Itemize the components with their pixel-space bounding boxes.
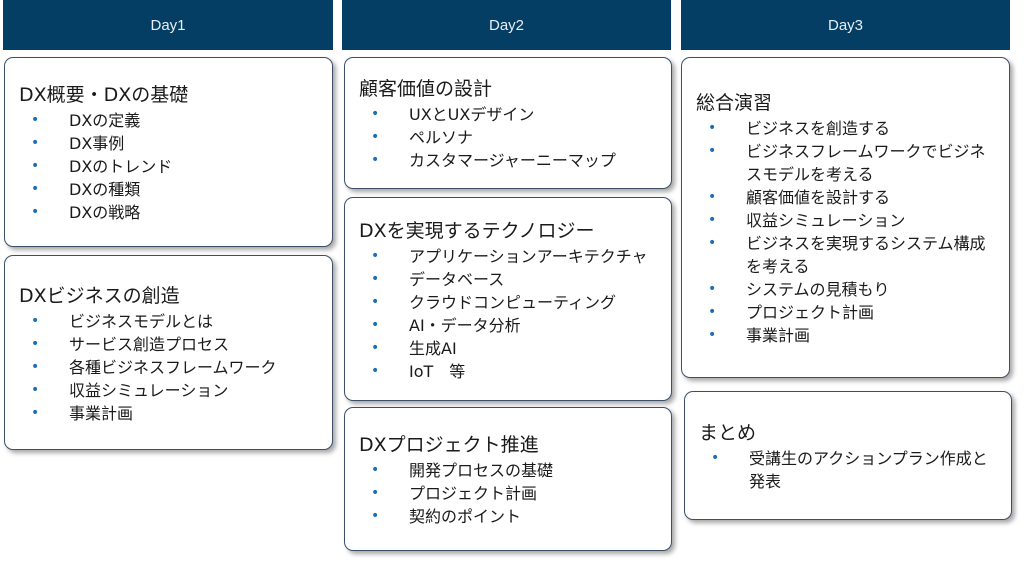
list-item: 開発プロセスの基礎	[359, 459, 661, 482]
list-item: DXの戦略	[19, 201, 322, 224]
section-title: DXビジネスの創造	[19, 284, 180, 307]
list-item: ビジネスモデルとは	[19, 310, 322, 333]
bullet-list: アプリケーションアーキテクチャデータベースクラウドコンピューティングAI・データ…	[359, 245, 661, 383]
section-title: 総合演習	[696, 92, 773, 114]
list-item: データベース	[359, 268, 661, 291]
section-customer-value: 顧客価値の設計 UXとUXデザインペルソナカスタマージャーニーマップ	[344, 57, 672, 189]
section-title: DXを実現するテクノロジー	[359, 219, 595, 242]
list-item: 収益シミュレーション	[696, 209, 995, 232]
section-title: DXプロジェクト推進	[359, 434, 539, 456]
list-item: システムの見積もり	[696, 278, 995, 301]
list-item: 生成AI	[359, 337, 661, 360]
section-dx-overview: DX概要・DXの基礎 DXの定義DX事例DXのトレンドDXの種類DXの戦略	[4, 57, 333, 247]
section-project: DXプロジェクト推進開発プロセスの基礎プロジェクト計画契約のポイント	[344, 407, 672, 551]
bullet-list: 開発プロセスの基礎プロジェクト計画契約のポイント	[359, 459, 661, 528]
list-item: UXとUXデザイン	[359, 103, 661, 126]
section-title: DX概要・DXの基礎	[19, 84, 189, 106]
list-item: クラウドコンピューティング	[359, 291, 661, 314]
list-item: 各種ビジネスフレームワーク	[19, 356, 322, 379]
list-item: アプリケーションアーキテクチャ	[359, 245, 661, 268]
bullet-list: UXとUXデザインペルソナカスタマージャーニーマップ	[359, 103, 661, 172]
day1-header: Day1	[3, 0, 333, 50]
bullet-list: ビジネスを創造するビジネスフレームワークでビジネスモデルを考える顧客価値を設計す…	[696, 117, 995, 347]
section-exercise: 総合演習ビジネスを創造するビジネスフレームワークでビジネスモデルを考える顧客価値…	[681, 57, 1010, 378]
list-item: 事業計画	[696, 324, 995, 347]
bullet-list: DXの定義DX事例DXのトレンドDXの種類DXの戦略	[19, 109, 322, 224]
list-item: カスタマージャーニーマップ	[359, 149, 661, 172]
list-item: DX事例	[19, 132, 322, 155]
section-title: 顧客価値の設計	[359, 78, 493, 100]
list-item: 事業計画	[19, 402, 322, 425]
list-item: プロジェクト計画	[359, 482, 661, 505]
list-item: ペルソナ	[359, 126, 661, 149]
list-item: ビジネスを実現するシステム構成を考える	[696, 232, 995, 278]
list-item: サービス創造プロセス	[19, 333, 322, 356]
list-item: プロジェクト計画	[696, 301, 995, 324]
list-item: ビジネスを創造する	[696, 117, 995, 140]
list-item: AI・データ分析	[359, 314, 661, 337]
section-dx-business: DXビジネスの創造ビジネスモデルとはサービス創造プロセス各種ビジネスフレームワー…	[4, 255, 333, 450]
bullet-list: 受講生のアクションプラン作成と発表	[699, 447, 991, 493]
list-item: DXの定義	[19, 109, 322, 132]
list-item: 顧客価値を設計する	[696, 186, 995, 209]
list-item: 受講生のアクションプラン作成と発表	[699, 447, 991, 493]
section-summary: まとめ受講生のアクションプラン作成と発表	[684, 391, 1012, 520]
section-title: まとめ	[699, 422, 757, 444]
list-item: 収益シミュレーション	[19, 379, 322, 402]
day2-header: Day2	[342, 0, 671, 50]
list-item: ビジネスフレームワークでビジネスモデルを考える	[696, 140, 995, 186]
bullet-list: ビジネスモデルとはサービス創造プロセス各種ビジネスフレームワーク収益シミュレーシ…	[19, 310, 322, 425]
list-item: 契約のポイント	[359, 505, 661, 528]
list-item: IoT 等	[359, 360, 661, 383]
list-item: DXの種類	[19, 178, 322, 201]
section-technology: DXを実現するテクノロジーアプリケーションアーキテクチャデータベースクラウドコン…	[344, 197, 672, 401]
list-item: DXのトレンド	[19, 155, 322, 178]
day3-header: Day3	[681, 0, 1010, 50]
